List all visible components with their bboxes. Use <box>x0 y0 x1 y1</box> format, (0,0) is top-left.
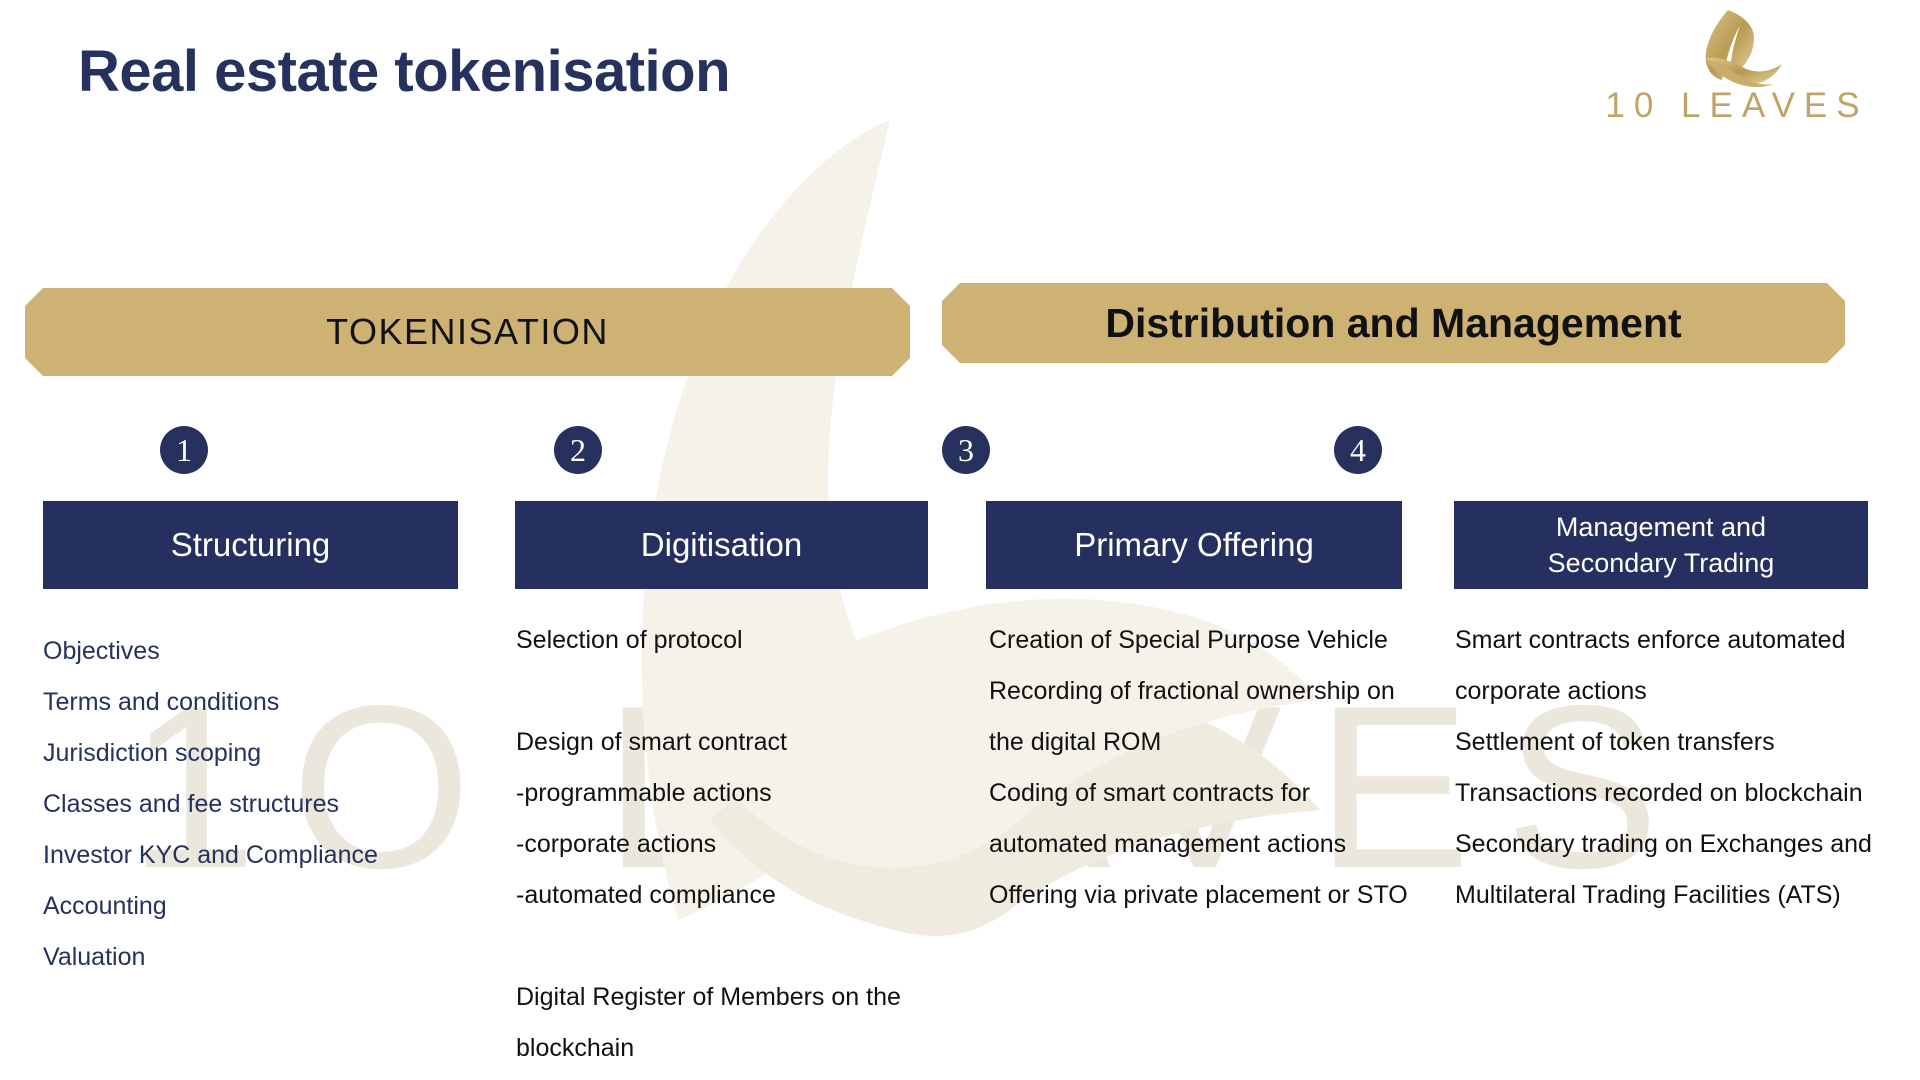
body-line: Design of smart contract <box>516 728 787 756</box>
body-line: Investor KYC and Compliance <box>43 841 378 869</box>
body-line: Accounting <box>43 892 167 920</box>
brand-name: 10 LEAVES <box>1605 86 1869 125</box>
brand-logo: 10 LEAVES <box>1592 6 1882 138</box>
body-spacer <box>516 666 936 717</box>
body-line: Transactions recorded on blockchain <box>1455 779 1863 807</box>
body-line: Recording of fractional ownership on the… <box>989 677 1395 756</box>
step-header-digitisation: Digitisation <box>515 501 928 589</box>
page-title: Real estate tokenisation <box>78 39 731 104</box>
step-header-primary-offering: Primary Offering <box>986 501 1402 589</box>
phase-banner-label: TOKENISATION <box>326 311 609 352</box>
body-line: Valuation <box>43 943 146 971</box>
body-line: Secondary trading on Exchanges and Multi… <box>1455 830 1872 909</box>
body-line: -automated compliance <box>516 881 776 909</box>
body-line: Coding of smart contracts for automated … <box>989 779 1347 858</box>
step-title: Primary Offering <box>1074 526 1314 564</box>
step-title: Structuring <box>170 526 331 564</box>
step-number-badge: 2 <box>554 426 602 474</box>
step-number-badge: 3 <box>942 426 990 474</box>
body-line: Selection of protocol <box>516 626 743 654</box>
body-line: Creation of Special Purpose Vehicle <box>989 626 1388 654</box>
body-line: Jurisdiction scoping <box>43 739 262 767</box>
step-number-badge: 4 <box>1334 426 1382 474</box>
step-body-management-secondary-trading: Smart contracts enforce automated corpor… <box>1455 615 1885 921</box>
step-title: Digitisation <box>640 526 803 564</box>
step-number-badge: 1 <box>160 426 208 474</box>
step-header-structuring: Structuring <box>43 501 458 589</box>
body-line: Digital Register of Members on the block… <box>516 983 901 1062</box>
body-line: -corporate actions <box>516 830 717 858</box>
phase-banner-distribution: Distribution and Management <box>942 283 1845 363</box>
body-line: Settlement of token transfers <box>1455 728 1775 756</box>
leaf-icon <box>1705 10 1782 87</box>
phase-banner-tokenisation: TOKENISATION <box>25 288 910 376</box>
body-line: Objectives <box>43 637 160 665</box>
body-line: Classes and fee structures <box>43 790 339 818</box>
body-line: -programmable actions <box>516 779 772 807</box>
body-line: Terms and conditions <box>43 688 280 716</box>
body-spacer <box>516 921 936 972</box>
phase-banner-label: Distribution and Management <box>1105 299 1682 346</box>
body-line: Offering via private placement or STO <box>989 881 1408 909</box>
body-line: Smart contracts enforce automated corpor… <box>1455 626 1846 705</box>
